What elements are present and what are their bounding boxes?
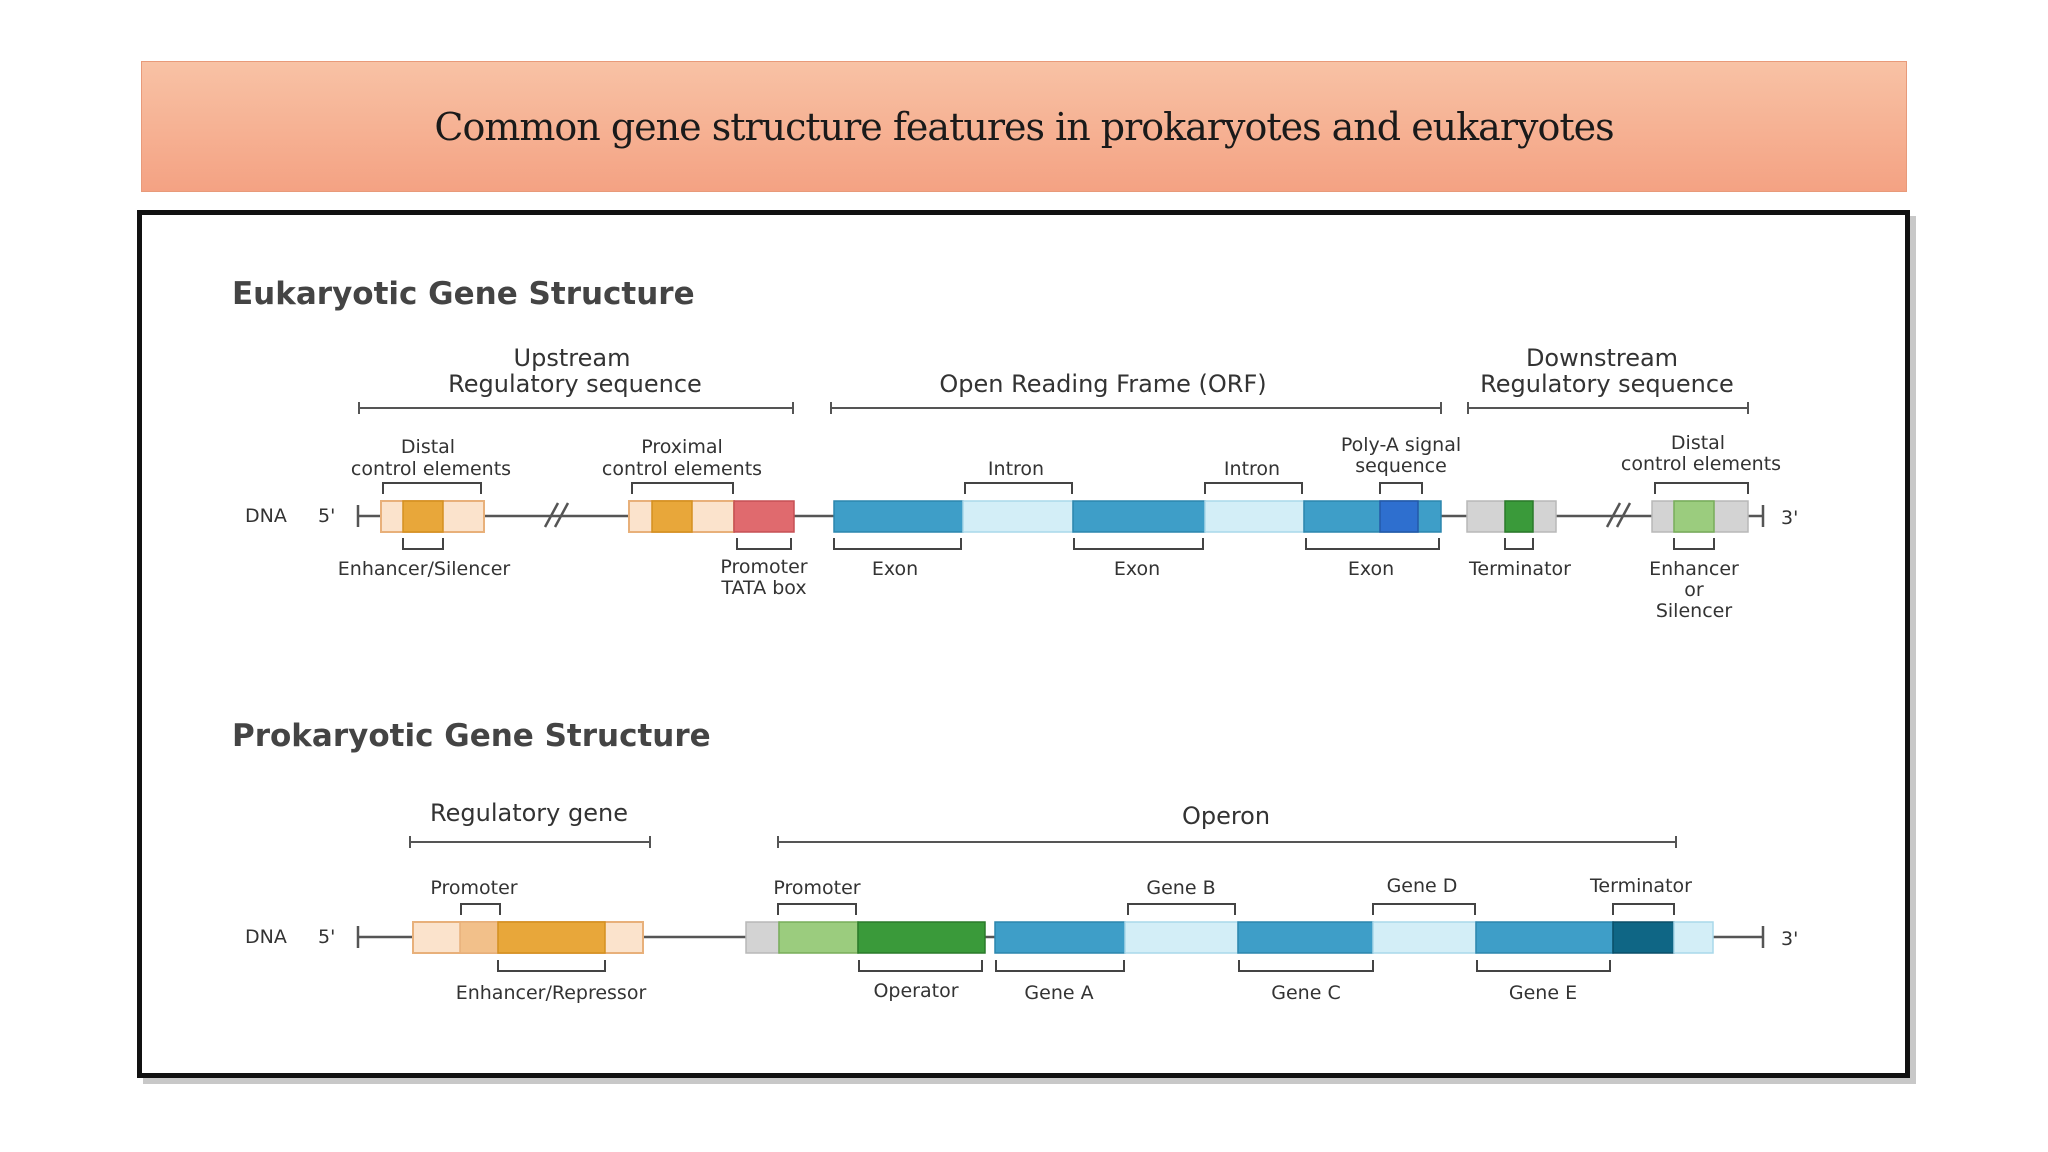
prok-five-prime-label: 5' xyxy=(318,926,335,948)
gene-d-label: Gene D xyxy=(1387,875,1458,897)
exon-block-2 xyxy=(1072,500,1206,533)
upstream-label: Upstream xyxy=(514,344,631,372)
prokaryotic-heading: Prokaryotic Gene Structure xyxy=(232,718,711,754)
distal-control-block xyxy=(380,500,485,533)
regulatory-gene-block xyxy=(412,921,644,954)
region-span-lines xyxy=(358,402,1749,414)
proximal-label: Proximal xyxy=(641,436,723,458)
prok-span-lines xyxy=(409,836,1677,848)
exon-label-2: Exon xyxy=(1114,558,1160,580)
downstream-label: Downstream xyxy=(1526,344,1678,372)
silencer-label: Silencer xyxy=(1656,600,1732,622)
enhancer-repressor-label: Enhancer/Repressor xyxy=(456,982,647,1004)
promoter-label: Promoter xyxy=(720,556,807,578)
gene-b-label: Gene B xyxy=(1146,877,1215,899)
intron-block-2 xyxy=(1204,500,1305,533)
five-prime-label: 5' xyxy=(318,505,335,527)
enhancer-silencer-right-block xyxy=(1651,500,1749,533)
gene-e-block xyxy=(1475,921,1614,954)
exon-label-1: Exon xyxy=(872,558,918,580)
prok-three-prime-label: 3' xyxy=(1781,928,1798,950)
terminator-label: Terminator xyxy=(1468,558,1571,580)
polya-sublabel: sequence xyxy=(1355,455,1447,477)
upstream-sublabel: Regulatory sequence xyxy=(448,370,702,398)
regulatory-gene-label: Regulatory gene xyxy=(430,799,628,827)
exon-block-1 xyxy=(833,500,964,533)
prokaryotic-section: Prokaryotic Gene Structure Regulatory ge… xyxy=(232,718,1798,1004)
operator-block xyxy=(857,921,986,954)
exon-block-3 xyxy=(1303,500,1442,533)
or-label: or xyxy=(1684,579,1704,601)
orf-label: Open Reading Frame (ORF) xyxy=(939,370,1266,398)
proximal-control-block xyxy=(628,500,735,533)
intron-label-1: Intron xyxy=(988,458,1044,480)
downstream-sublabel: Regulatory sequence xyxy=(1480,370,1734,398)
enhancer-silencer-label: Enhancer/Silencer xyxy=(338,558,511,580)
promoter-operon-block xyxy=(778,921,859,954)
intron-block-1 xyxy=(962,500,1074,533)
operon-end-block xyxy=(1673,921,1714,954)
terminator-prok-label: Terminator xyxy=(1589,875,1692,897)
gene-d-block xyxy=(1372,921,1477,954)
distal-sublabel: control elements xyxy=(351,458,511,480)
gene-b-block xyxy=(1124,921,1239,954)
operon-label: Operon xyxy=(1182,802,1270,830)
eukaryotic-section: Eukaryotic Gene Structure Upstream Regul… xyxy=(232,276,1798,622)
proximal-sublabel: control elements xyxy=(602,458,762,480)
promoter-right-label: Promoter xyxy=(773,877,860,899)
terminator-prok-block xyxy=(1612,921,1675,954)
operon-start-block xyxy=(745,921,780,954)
gene-e-label: Gene E xyxy=(1509,982,1577,1004)
promoter-tata-block xyxy=(733,500,795,533)
polya-label: Poly-A signal xyxy=(1341,434,1461,456)
title-banner: Common gene structure features in prokar… xyxy=(141,61,1907,192)
distal-right-sublabel: control elements xyxy=(1621,453,1781,475)
prok-bottom-brackets xyxy=(497,960,1611,972)
enhancer-label: Enhancer xyxy=(1649,558,1739,580)
dna-label: DNA xyxy=(245,505,287,527)
terminator-block xyxy=(1466,500,1557,533)
tata-box-label: TATA box xyxy=(720,577,806,599)
distal-label: Distal xyxy=(401,436,455,458)
intron-label-2: Intron xyxy=(1224,458,1280,480)
three-prime-label: 3' xyxy=(1781,507,1798,529)
diagram-frame: Eukaryotic Gene Structure Upstream Regul… xyxy=(137,210,1910,1078)
bottom-brackets xyxy=(402,538,1715,550)
promoter-left-label: Promoter xyxy=(430,877,517,899)
gene-structure-diagram: Eukaryotic Gene Structure Upstream Regul… xyxy=(232,276,1798,1004)
gene-a-block xyxy=(994,921,1126,954)
operator-label: Operator xyxy=(873,980,958,1002)
polya-signal-block xyxy=(1379,500,1419,533)
prok-top-brackets xyxy=(460,903,1675,915)
slide-title: Common gene structure features in prokar… xyxy=(434,104,1614,149)
gene-a-label: Gene A xyxy=(1024,982,1093,1004)
distal-right-label: Distal xyxy=(1671,432,1725,454)
prok-dna-label: DNA xyxy=(245,926,287,948)
exon-label-3: Exon xyxy=(1348,558,1394,580)
gene-c-label: Gene C xyxy=(1271,982,1340,1004)
top-brackets xyxy=(382,482,1749,494)
eukaryotic-heading: Eukaryotic Gene Structure xyxy=(232,276,695,312)
gene-c-block xyxy=(1237,921,1374,954)
